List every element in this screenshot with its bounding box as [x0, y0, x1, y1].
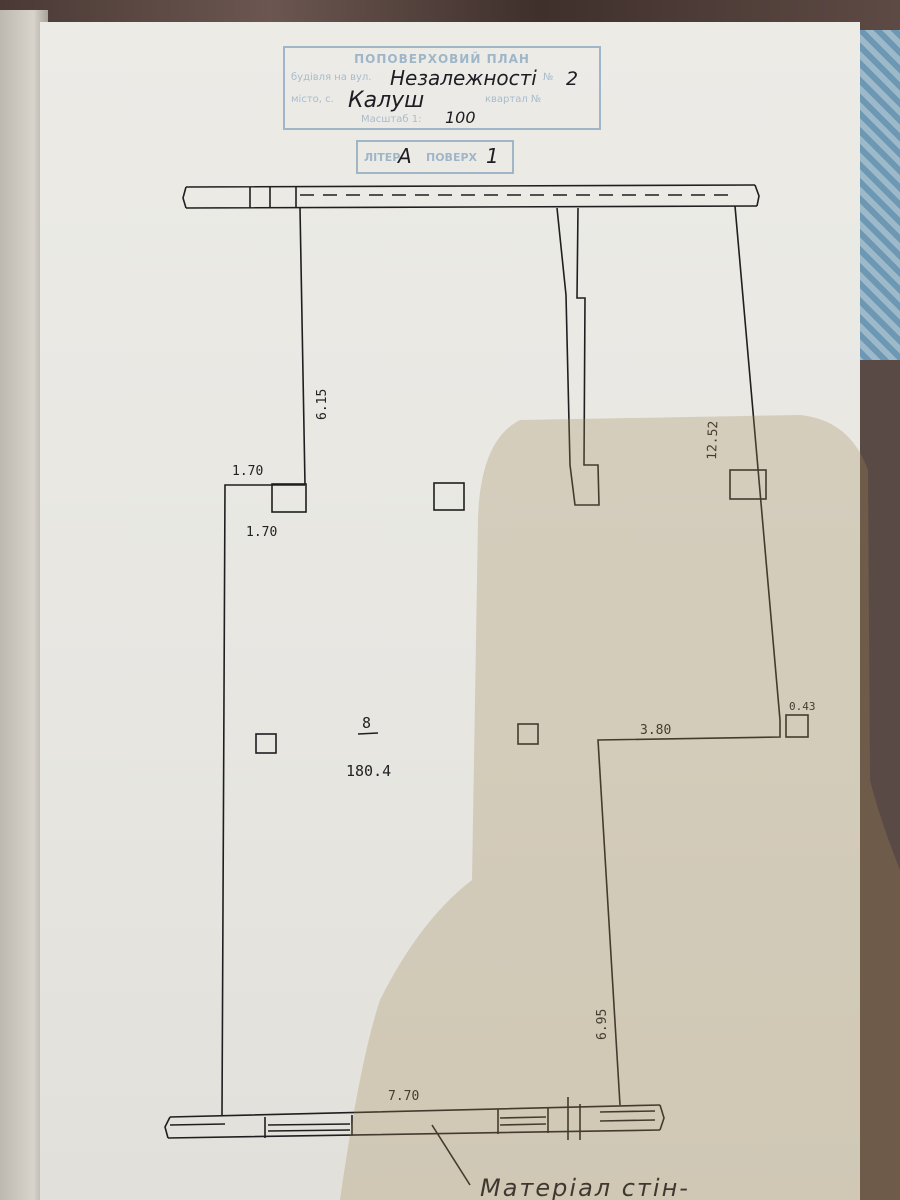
- right-wall: [734, 205, 781, 721]
- number-value: 2: [566, 68, 579, 90]
- column: [517, 723, 539, 745]
- dim-step-side: 1.70: [246, 525, 277, 540]
- bottom-wall: [167, 1104, 661, 1139]
- column: [255, 733, 277, 754]
- dim-step-top: 1.70: [232, 464, 263, 479]
- letter-label: ЛІТЕР: [364, 151, 401, 164]
- dim-small-column: 0.43: [789, 700, 816, 713]
- top-wall: [185, 184, 758, 209]
- wall-material-note: Матеріал стін-: [480, 1174, 690, 1200]
- room-number: 8: [362, 714, 371, 732]
- quarter-label: квартал №: [485, 94, 542, 105]
- scale-value: 100: [445, 108, 476, 127]
- column: [729, 469, 767, 500]
- room-area: 180.4: [346, 762, 391, 780]
- city-value: Калуш: [348, 88, 425, 113]
- letter-value: А: [398, 144, 412, 168]
- dim-inner-step: 3.80: [640, 723, 671, 738]
- city-label: місто, с.: [291, 94, 334, 105]
- partition-wall: [556, 207, 600, 506]
- dim-bottom-wall: 7.70: [388, 1089, 419, 1104]
- left-upper-wall: [299, 207, 306, 486]
- scale-label: Масштаб 1:: [361, 114, 422, 125]
- bottom-window-right: [497, 1108, 549, 1134]
- column: [785, 714, 809, 738]
- street-value: Незалежності: [390, 66, 537, 90]
- bottom-window-left: [264, 1115, 353, 1138]
- dim-left-upper: 6.15: [315, 389, 330, 420]
- street-label: будівля на вул.: [291, 72, 372, 83]
- floor-label: ПОВЕРХ: [426, 151, 477, 164]
- bottom-window-far: [599, 1110, 656, 1122]
- left-wall: [221, 484, 305, 1116]
- dim-lower-right: 6.95: [595, 1009, 610, 1040]
- column: [271, 483, 307, 513]
- floor-plan-stamp: ПОПОВЕРХОВИЙ ПЛАН будівля на вул. № міст…: [283, 46, 601, 130]
- dim-right-wall: 12.52: [705, 420, 721, 460]
- material-pointer: [431, 1124, 471, 1186]
- lower-right-wall: [597, 720, 781, 1106]
- document-page: [40, 22, 860, 1200]
- floor-value: 1: [486, 144, 499, 168]
- column: [433, 482, 465, 511]
- top-window: [249, 187, 297, 208]
- stamp-title: ПОПОВЕРХОВИЙ ПЛАН: [354, 52, 530, 66]
- number-label: №: [543, 72, 554, 83]
- floor-letter-stamp: ЛІТЕР ПОВЕРХ: [356, 140, 514, 174]
